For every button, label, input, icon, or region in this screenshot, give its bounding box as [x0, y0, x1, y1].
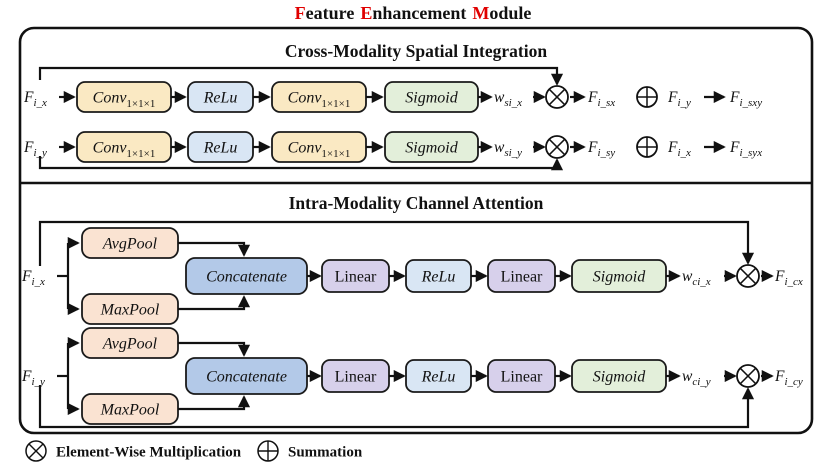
wire: [178, 395, 251, 411]
multiply-icon: [25, 440, 47, 462]
linear-label: Linear: [501, 369, 543, 386]
concatenate-label: Concatenate: [206, 369, 287, 386]
concatenate-label: Concatenate: [206, 269, 287, 286]
multiply-icon: [736, 364, 760, 388]
result-label: Fi_sxy: [729, 89, 762, 109]
product-label: Fi_sy: [587, 139, 615, 159]
conv-label: Conv1×1×1: [288, 90, 351, 111]
feedback-wire-top: [38, 66, 564, 86]
conv-label: Conv1×1×1: [93, 90, 156, 111]
linear-label: Linear: [335, 269, 377, 286]
cross-row-y: Fi_y Conv1×1×1 ReLu Conv1×1×1 Sigmoid ws…: [23, 131, 762, 171]
title-word: nhancement: [372, 3, 466, 23]
multiply-icon: [545, 85, 569, 109]
feedback-wire-top: [38, 220, 755, 266]
feedback-wire-bottom: [38, 156, 564, 171]
title-lead-letter: F: [295, 3, 306, 23]
input-label: Fi_x: [21, 268, 45, 288]
intra-row-y: Fi_y AvgPool MaxPool Concatenate Linear …: [21, 327, 803, 429]
maxpool-label: MaxPool: [100, 302, 160, 319]
linear-label: Linear: [335, 369, 377, 386]
avgpool-label: AvgPool: [102, 236, 158, 253]
intra-section-title: Intra-Modality Channel Attention: [289, 193, 544, 213]
wire: [178, 295, 251, 311]
title-lead-letter: M: [472, 3, 489, 23]
wire: [178, 341, 251, 357]
avgpool-label: AvgPool: [102, 336, 158, 353]
sigmoid-label: Sigmoid: [593, 269, 646, 286]
conv-label: Conv1×1×1: [288, 140, 351, 161]
title-word: eature: [306, 3, 355, 23]
title-word: odule: [489, 3, 531, 23]
sigmoid-label: Sigmoid: [405, 140, 458, 157]
wire: [178, 241, 251, 257]
result-label: Fi_cy: [774, 368, 803, 388]
feedback-wire-bottom: [38, 385, 755, 429]
operand-label: Fi_y: [667, 89, 691, 109]
relu-label: ReLu: [421, 269, 456, 286]
multiply-legend-label: Element-Wise Multiplication: [56, 445, 242, 461]
weight-label: wci_x: [682, 268, 711, 288]
module-outer-border: [18, 26, 814, 435]
sum-legend-label: Summation: [288, 445, 363, 461]
multiply-icon: [736, 264, 760, 288]
weight-label: wci_y: [682, 368, 711, 388]
legend: Element-Wise Multiplication Summation: [25, 440, 363, 462]
result-label: Fi_syx: [729, 139, 762, 159]
sum-icon: [636, 136, 658, 158]
cross-section-title: Cross-Modality Spatial Integration: [285, 41, 547, 61]
multiply-icon: [545, 135, 569, 159]
relu-label: ReLu: [203, 140, 238, 157]
relu-label: ReLu: [203, 90, 238, 107]
result-label: Fi_cx: [774, 268, 803, 288]
weight-label: wsi_y: [494, 139, 522, 159]
sum-icon: [257, 440, 279, 462]
sigmoid-label: Sigmoid: [593, 369, 646, 386]
sum-icon: [636, 86, 658, 108]
conv-label: Conv1×1×1: [93, 140, 156, 161]
title-lead-letter: E: [360, 3, 372, 23]
maxpool-label: MaxPool: [100, 402, 160, 419]
intra-row-x: Fi_x AvgPool MaxPool Concatenate Linear …: [21, 220, 803, 325]
relu-label: ReLu: [421, 369, 456, 386]
cross-row-x: Fi_x Conv1×1×1 ReLu Conv1×1×1 Sigmoid ws…: [23, 66, 762, 113]
input-label: Fi_y: [21, 368, 45, 388]
input-label: Fi_x: [23, 89, 47, 109]
sigmoid-label: Sigmoid: [405, 90, 458, 107]
linear-label: Linear: [501, 269, 543, 286]
input-label: Fi_y: [23, 139, 47, 159]
operand-label: Fi_x: [667, 139, 691, 159]
weight-label: wsi_x: [494, 89, 522, 109]
product-label: Fi_sx: [587, 89, 615, 109]
